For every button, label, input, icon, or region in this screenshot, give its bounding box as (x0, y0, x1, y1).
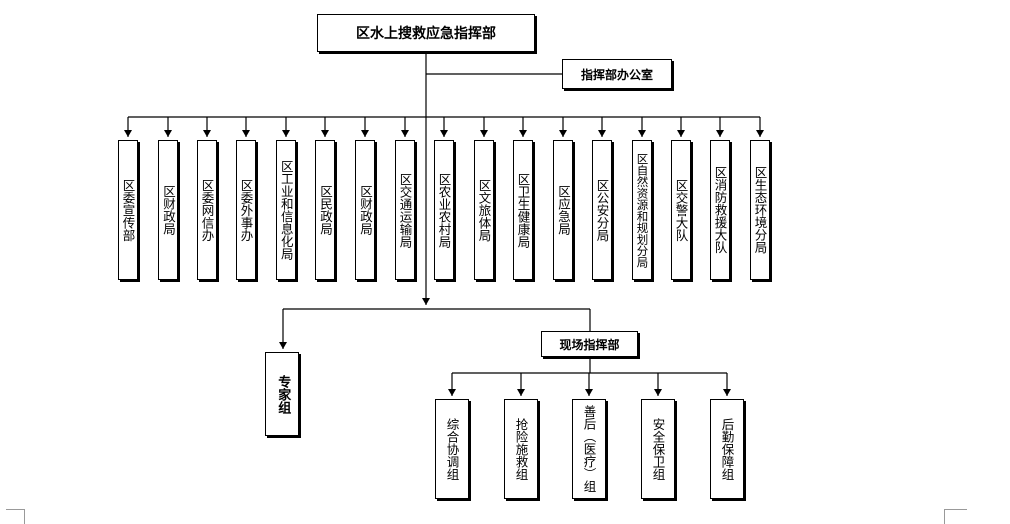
member-unit-label: 区应急局 (556, 185, 571, 235)
member-unit-box: 区民政局 (315, 140, 335, 280)
member-unit-label: 区生态环境分局 (752, 166, 768, 254)
member-unit-box: 区生态环境分局 (750, 140, 770, 280)
field-group-label: 安全保卫组 (650, 417, 666, 481)
member-unit-box: 区委宣传部 (118, 140, 138, 280)
member-unit-box: 区交通运输局 (395, 140, 415, 280)
field-group-label: 综合协调组 (444, 417, 460, 481)
member-unit-label: 区委网信办 (199, 178, 215, 242)
field-group-label: 抢险施救组 (513, 417, 529, 481)
field-group-box: 后勤保障组 (710, 399, 744, 499)
command-title-box: 区水上搜救应急指挥部 (317, 14, 535, 52)
member-unit-label: 区交警大队 (673, 178, 689, 242)
member-unit-box: 区财政局 (355, 140, 375, 280)
member-unit-box: 区财政局 (158, 140, 178, 280)
member-unit-label: 区公安分局 (594, 178, 610, 242)
member-unit-label: 区委宣传部 (120, 178, 136, 242)
member-unit-box: 区应急局 (553, 140, 573, 280)
member-unit-label: 区财政局 (358, 185, 373, 235)
member-unit-label: 区消防救援大队 (712, 166, 728, 254)
command-title: 区水上搜救应急指挥部 (356, 26, 496, 42)
command-office-box: 指挥部办公室 (562, 59, 672, 89)
command-office-label: 指挥部办公室 (580, 67, 653, 82)
field-group-box: 安全保卫组 (641, 399, 675, 499)
member-unit-label: 区委外事办 (238, 178, 254, 242)
member-unit-label: 区民政局 (318, 185, 333, 235)
field-command-label: 现场指挥部 (559, 337, 620, 352)
member-unit-box: 区文旅体局 (474, 140, 494, 280)
member-unit-label: 区交通运输局 (397, 172, 413, 248)
member-unit-box: 区交警大队 (671, 140, 691, 280)
field-group-box: 抢险施救组 (504, 399, 538, 499)
field-command-box: 现场指挥部 (541, 331, 638, 357)
member-unit-label: 区卫生健康局 (515, 172, 531, 248)
member-unit-label: 区农业农村局 (436, 172, 452, 248)
member-unit-label: 区自然资源和规划分局 (635, 152, 650, 268)
member-unit-box: 区农业农村局 (434, 140, 454, 280)
page-corner-mark-right (944, 509, 967, 524)
member-unit-box: 区卫生健康局 (513, 140, 533, 280)
member-unit-box: 区委网信办 (197, 140, 217, 280)
member-unit-box: 区工业和信息化局 (276, 140, 296, 280)
field-group-box: 善后（医疗）组 (572, 399, 606, 499)
member-unit-label: 区文旅体局 (476, 178, 492, 242)
field-group-label: 善后（医疗）组 (581, 405, 597, 493)
expert-group-label: 专家组 (275, 374, 291, 414)
expert-group-box: 专家组 (265, 352, 299, 436)
member-unit-box: 区委外事办 (236, 140, 256, 280)
member-unit-box: 区自然资源和规划分局 (632, 140, 652, 280)
field-group-label: 后勤保障组 (719, 417, 735, 481)
member-unit-label: 区财政局 (161, 185, 176, 235)
field-group-box: 综合协调组 (435, 399, 469, 499)
member-unit-box: 区消防救援大队 (710, 140, 730, 280)
member-unit-label: 区工业和信息化局 (278, 160, 294, 260)
member-unit-box: 区公安分局 (592, 140, 612, 280)
page-corner-mark-left (6, 509, 25, 524)
